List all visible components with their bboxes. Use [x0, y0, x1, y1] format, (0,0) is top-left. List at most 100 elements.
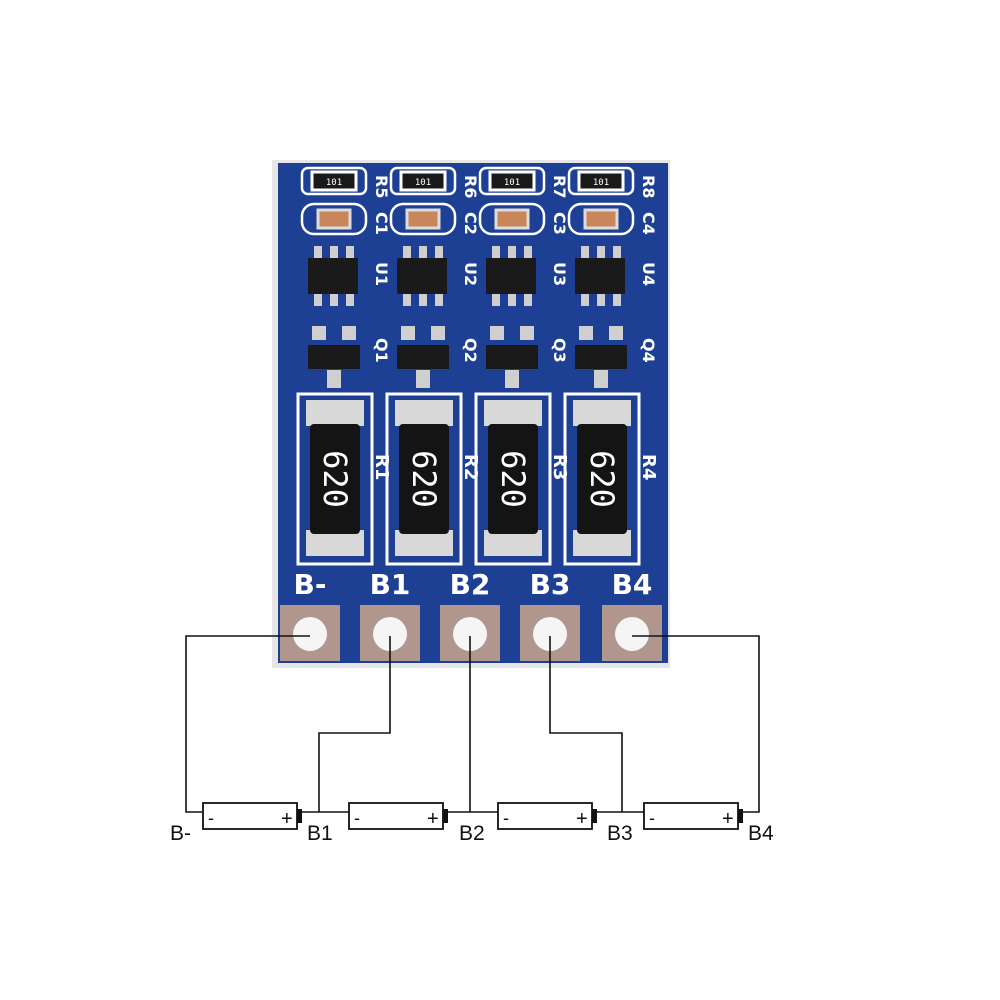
transistor-pin — [327, 370, 341, 388]
transistor-pin — [505, 370, 519, 388]
pad-b4: B4 — [602, 568, 662, 661]
transistor-pin — [579, 326, 593, 340]
battery-minus: - — [503, 808, 509, 828]
resistor-label: R5 — [372, 175, 391, 198]
transistor-label: Q4 — [639, 338, 658, 363]
shunt-terminal — [484, 530, 542, 556]
shunt-label: R4 — [638, 454, 659, 480]
ic-pin — [403, 246, 411, 258]
ic-chip — [308, 258, 358, 294]
resistor-outline — [567, 166, 635, 196]
battery-cell-1: -+ — [202, 802, 302, 830]
pad-hole — [453, 617, 487, 651]
ic-pin — [613, 246, 621, 258]
pad-hole — [293, 617, 327, 651]
capacitor-outline — [567, 202, 635, 236]
ic-pin — [314, 294, 322, 306]
pad-hole — [533, 617, 567, 651]
smd-capacitor — [494, 208, 530, 230]
ic-pin — [524, 294, 532, 306]
pad-hole — [615, 617, 649, 651]
battery-cell-3: -+ — [497, 802, 597, 830]
ic-pin — [346, 294, 354, 306]
ic-pin — [492, 294, 500, 306]
capacitor-label: C3 — [550, 212, 569, 235]
shunt-outline — [296, 392, 374, 566]
pad-label: B1 — [370, 568, 411, 601]
transistor-body — [308, 345, 360, 369]
smd-capacitor — [316, 208, 352, 230]
ic-pin — [613, 294, 621, 306]
shunt-code: 620 — [583, 450, 621, 508]
pad-b3: B3 — [520, 568, 580, 661]
ic-pin — [330, 294, 338, 306]
node-label-2: B1 — [307, 822, 333, 845]
ic-pin — [435, 246, 443, 258]
shunt-label: R3 — [549, 454, 570, 480]
battery-minus: - — [354, 808, 360, 828]
shunt-label: R1 — [371, 454, 392, 480]
resistor-code: 101 — [326, 178, 342, 188]
node-label-1: B- — [170, 822, 191, 845]
smd-capacitor — [583, 208, 619, 230]
pad-label: B4 — [612, 568, 653, 601]
shunt-terminal — [573, 400, 631, 426]
transistor-pin — [609, 326, 623, 340]
pad-label: B- — [294, 568, 327, 601]
ic-pin — [492, 246, 500, 258]
pad-b1: B1 — [360, 568, 420, 661]
pad-b-minus: B- — [280, 568, 340, 661]
ic-pin — [508, 246, 516, 258]
node-label-5: B4 — [748, 822, 774, 845]
ic-pin — [419, 246, 427, 258]
shunt-code: 620 — [316, 450, 354, 508]
ic-pin — [597, 294, 605, 306]
ic-chip — [397, 258, 447, 294]
battery-plus: + — [427, 808, 439, 830]
resistor-code: 101 — [415, 178, 431, 188]
transistor-body — [397, 345, 449, 369]
ic-pin — [597, 246, 605, 258]
pcb-pads: B- B1 B2 B3 B4 — [280, 568, 662, 661]
ic-pin — [435, 294, 443, 306]
node-label-3: B2 — [459, 822, 485, 845]
ic-label: U1 — [372, 262, 391, 286]
capacitor-label: C1 — [372, 212, 391, 235]
transistor-pin — [520, 326, 534, 340]
transistor-pin — [312, 326, 326, 340]
transistor-pin — [416, 370, 430, 388]
transistor-pin — [431, 326, 445, 340]
battery-plus: + — [722, 808, 734, 830]
ic-label: U3 — [550, 262, 569, 286]
shunt-code: 620 — [405, 450, 443, 508]
battery-body — [643, 802, 739, 830]
transistor-label: Q1 — [372, 338, 391, 363]
capacitor-label: C2 — [461, 212, 480, 235]
shunt-terminal — [306, 530, 364, 556]
resistor-outline — [478, 166, 546, 196]
ic-label: U2 — [461, 262, 480, 286]
ic-pin — [403, 294, 411, 306]
wire-4 — [549, 636, 644, 813]
battery-plus: + — [576, 808, 588, 830]
ic-chip — [486, 258, 536, 294]
shunt-resistor — [310, 424, 360, 534]
capacitor-label: C4 — [639, 212, 658, 235]
resistor-code: 101 — [504, 178, 520, 188]
capacitor-outline — [389, 202, 457, 236]
pad-label: B2 — [450, 568, 491, 601]
ic-pin — [419, 294, 427, 306]
battery-minus: - — [649, 808, 655, 828]
wire-5 — [632, 635, 760, 813]
transistor-pin — [401, 326, 415, 340]
shunt-resistor — [577, 424, 627, 534]
resistor-outline — [300, 166, 368, 196]
ic-pin — [524, 246, 532, 258]
shunt-terminal — [395, 400, 453, 426]
battery-terminal — [738, 809, 743, 823]
